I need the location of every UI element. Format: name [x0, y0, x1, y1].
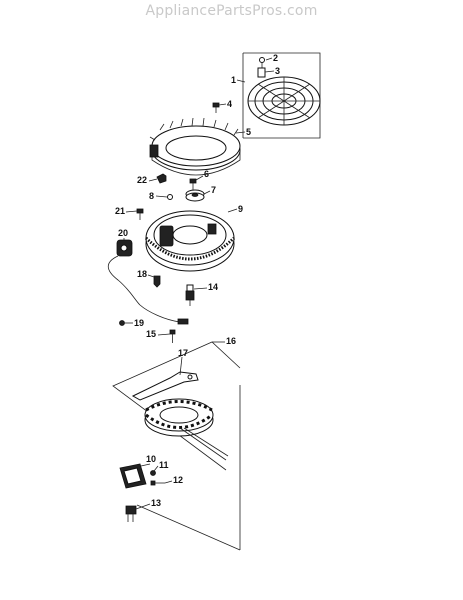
part-21-bolt — [136, 208, 144, 220]
part-10-rectifier — [119, 463, 147, 489]
callout-13: 13 — [151, 498, 161, 508]
callout-20: 20 — [118, 228, 128, 238]
stator-coil — [144, 398, 229, 461]
callout-17: 17 — [178, 348, 188, 358]
part-6-screw — [189, 178, 197, 190]
watermark: AppliancePartsPros.com — [145, 3, 318, 19]
part-16-alternator-group — [112, 341, 241, 551]
part-15-bolt — [169, 329, 176, 343]
callout-19: 19 — [134, 318, 144, 328]
callout-8: 8 — [149, 191, 154, 201]
part-4-bolt — [212, 102, 220, 113]
part-1-screen-group — [242, 52, 321, 139]
callout-21: 21 — [115, 206, 125, 216]
callout-2: 2 — [273, 53, 278, 63]
callout-4: 4 — [227, 99, 232, 109]
callout-3: 3 — [275, 66, 280, 76]
leader-lines — [123, 57, 275, 510]
part-20-ignition-module — [107, 239, 189, 325]
callout-18: 18 — [137, 269, 147, 279]
part-13-connector — [125, 505, 137, 522]
part-7-nut — [185, 189, 205, 202]
part-18-clip — [153, 275, 161, 288]
part-9-flywheel — [144, 210, 236, 272]
part-14-spark-plug — [185, 284, 195, 306]
callout-14: 14 — [208, 282, 218, 292]
part-22-bracket — [156, 173, 167, 184]
callout-6: 6 — [204, 169, 209, 179]
callout-1: 1 — [231, 75, 236, 85]
callout-12: 12 — [173, 475, 183, 485]
callout-5: 5 — [246, 127, 251, 137]
callout-7: 7 — [211, 185, 216, 195]
part-19-nut — [119, 320, 125, 326]
callout-11: 11 — [159, 460, 169, 470]
part-17-bracket — [131, 371, 199, 401]
part-8-washer — [167, 194, 173, 200]
part-11-nut — [150, 470, 156, 476]
callout-16: 16 — [226, 336, 236, 346]
part-5-fan — [149, 117, 241, 176]
callout-9: 9 — [238, 204, 243, 214]
callout-15: 15 — [146, 329, 156, 339]
callout-10: 10 — [146, 454, 156, 464]
part-12-screw — [150, 480, 165, 486]
callout-22: 22 — [137, 175, 147, 185]
